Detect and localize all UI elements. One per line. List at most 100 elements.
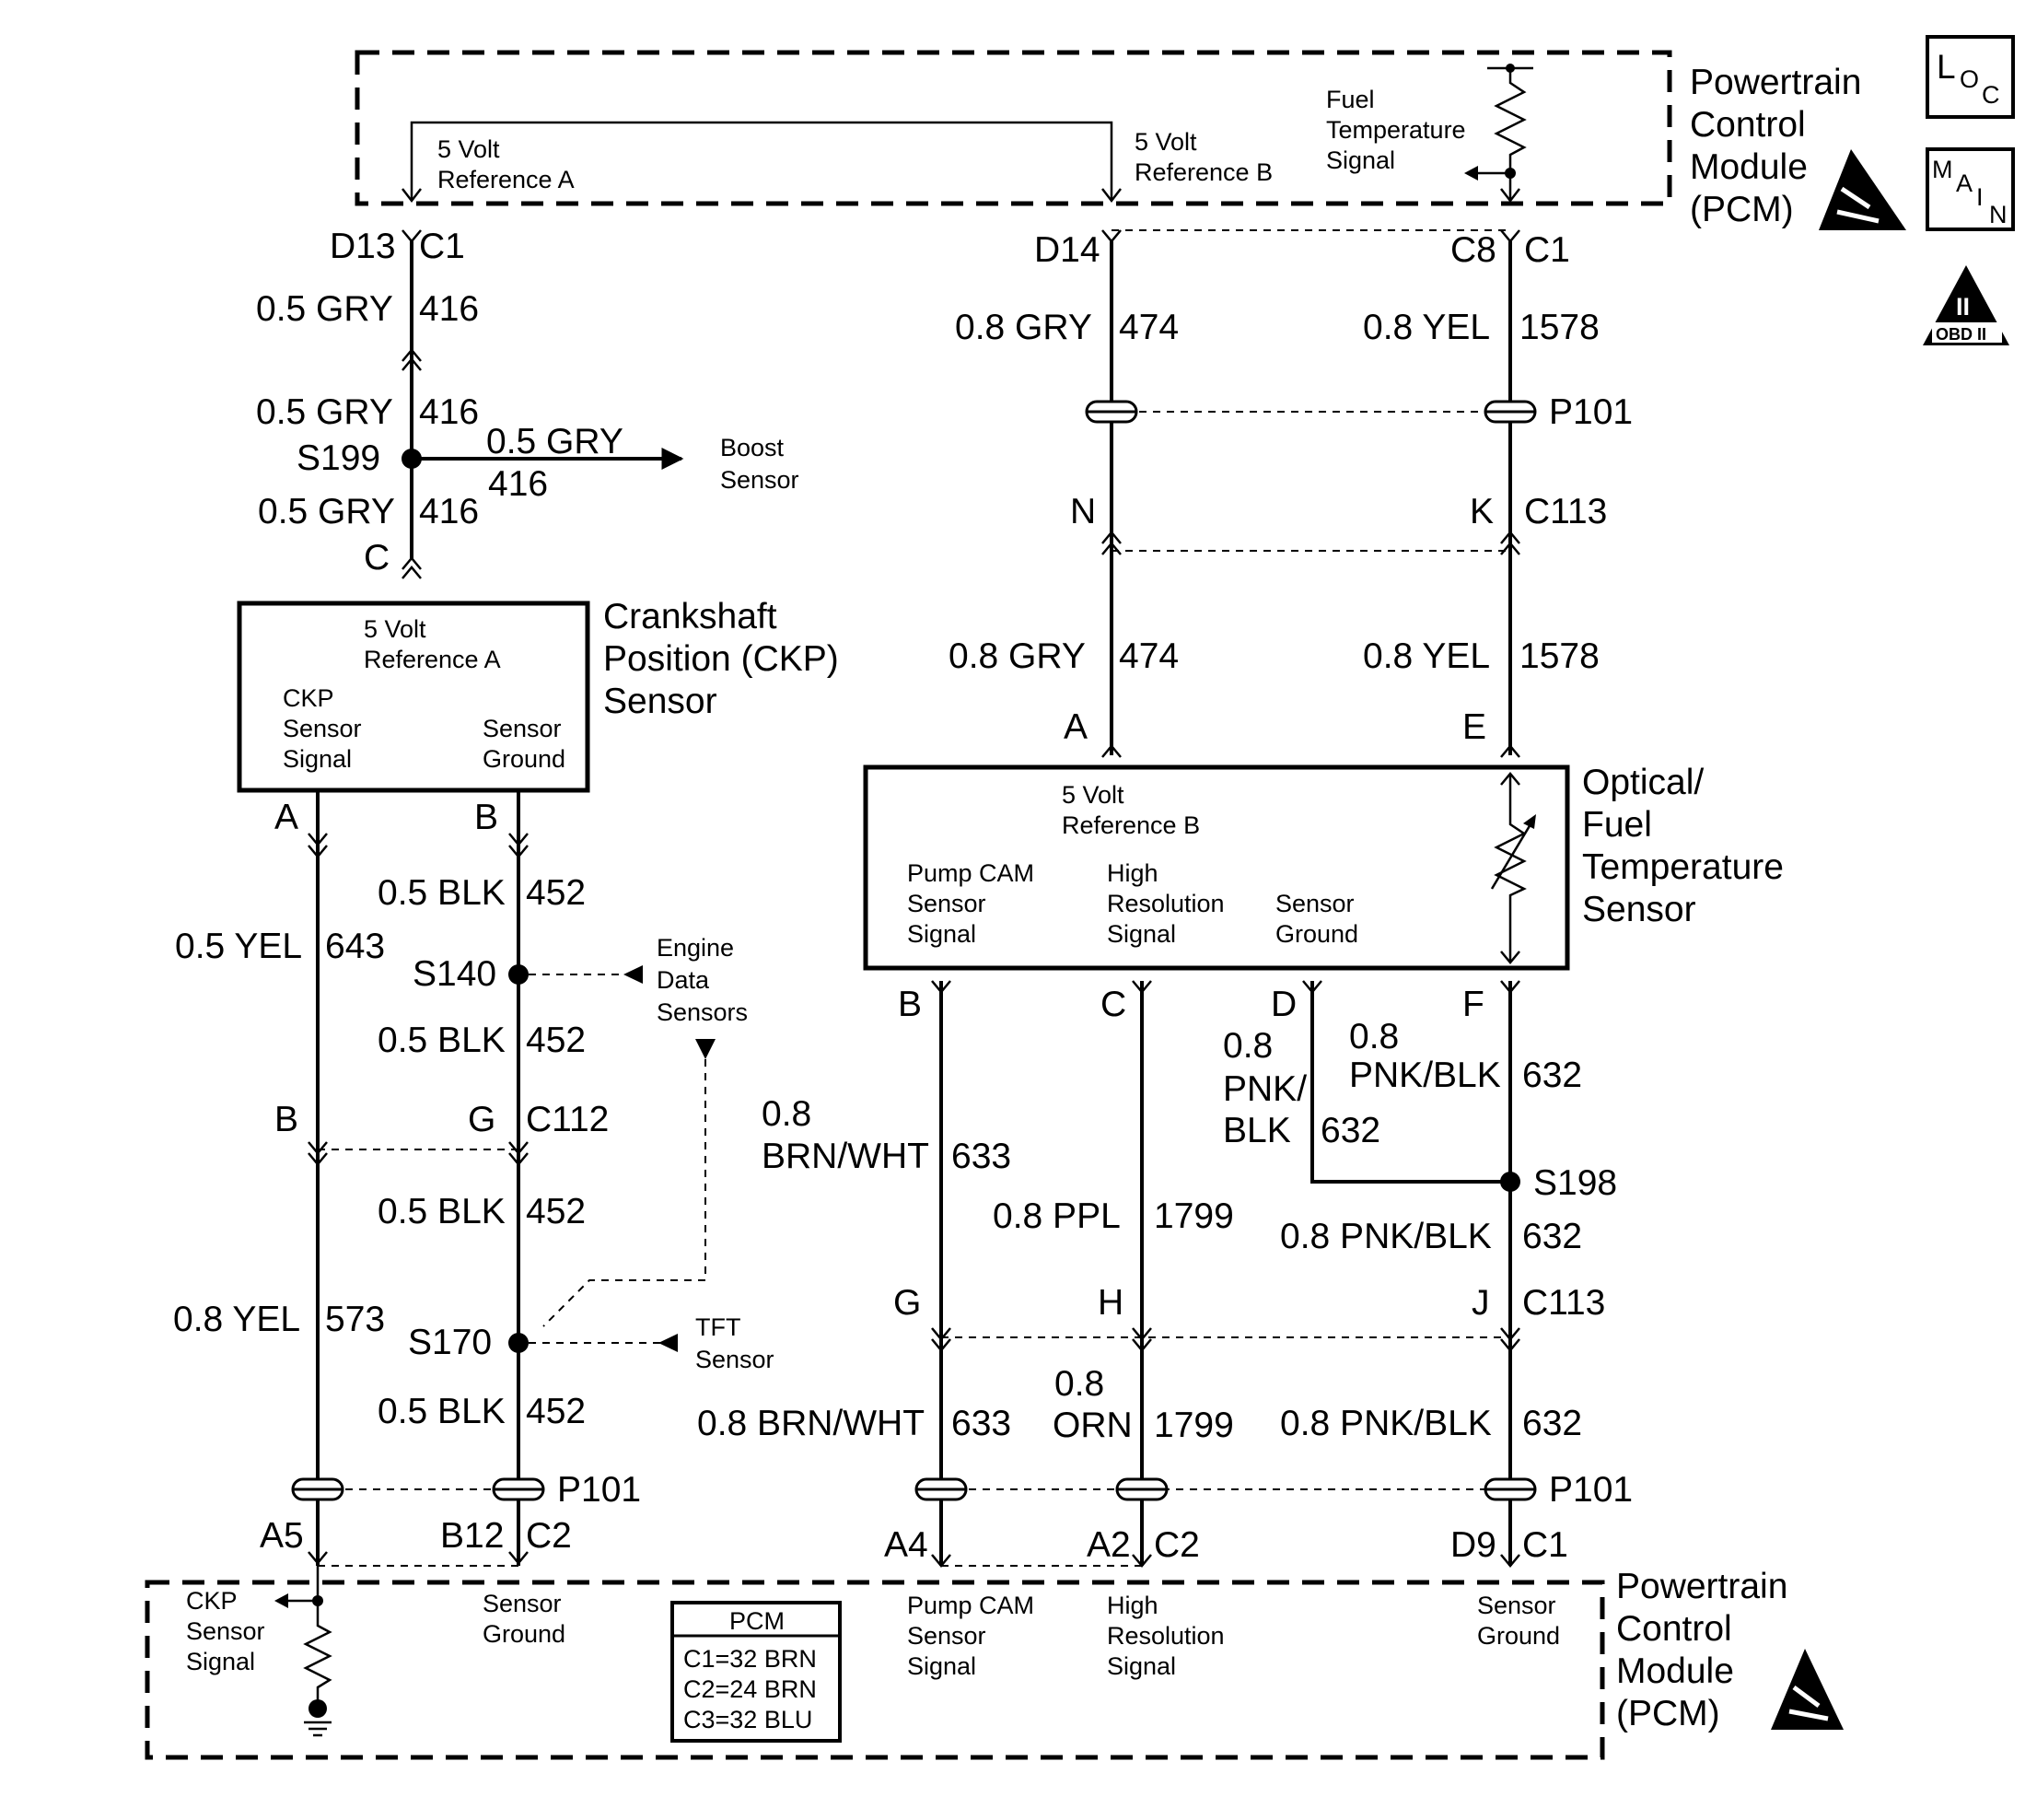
loc-badge: L O C	[1926, 35, 2015, 119]
pcm-ground2-2: Ground	[1477, 1622, 1560, 1650]
pcm-bottom-title-3: Module	[1616, 1651, 1734, 1691]
s140-arrow	[623, 965, 643, 984]
wire-num-573: 573	[325, 1300, 385, 1339]
p101-right-label: P101	[1549, 1470, 1633, 1510]
optical-high-1: High	[1107, 859, 1158, 887]
wire-label-gry08-b: 0.8 GRY	[949, 636, 1086, 676]
ckp-title-3: Sensor	[603, 682, 717, 721]
optical-title-2: Fuel	[1582, 805, 1652, 845]
pcm-ckp-2: Sensor	[186, 1617, 265, 1645]
pin-a-ckp: A	[274, 798, 298, 837]
c8-mark	[1500, 229, 1520, 243]
c112-mark-right	[508, 1141, 529, 1166]
wire-632-num-c: 632	[1522, 1404, 1582, 1443]
wire-1799-n08-b: 0.8	[1054, 1364, 1104, 1404]
wire-num-474-a: 474	[1119, 308, 1179, 347]
svg-text:M: M	[1932, 156, 1953, 183]
svg-text:C3=32 BLU: C3=32 BLU	[683, 1706, 812, 1733]
ref-b-arrow	[1101, 188, 1122, 204]
pcm-connector-table: PCM C1=32 BRN C2=24 BRN C3=32 BLU	[670, 1601, 842, 1743]
ref-b-label-2: Reference B	[1135, 158, 1273, 186]
ckp-connector-c	[402, 556, 422, 579]
splice-s199-label: S199	[297, 438, 380, 478]
wire-632-f-color: PNK/BLK	[1349, 1056, 1501, 1095]
h-c113-mark	[1132, 1327, 1152, 1352]
wire-num-474-b: 474	[1119, 636, 1179, 676]
ref-b-label-1: 5 Volt	[1135, 128, 1197, 156]
k-mark	[1500, 531, 1520, 555]
p101-left-label: P101	[557, 1470, 641, 1510]
ckp-ref-1: 5 Volt	[364, 615, 426, 643]
svg-text:L: L	[1937, 48, 1956, 86]
conn-g-c113: G	[893, 1283, 921, 1323]
wire-632-num-b: 632	[1522, 1217, 1582, 1256]
ckp-signal-3: Signal	[283, 745, 352, 773]
splice-s140	[508, 964, 529, 985]
fuel-temp-label-2: Temperature	[1326, 116, 1466, 144]
pcm-pump-1: Pump CAM	[907, 1592, 1034, 1619]
pin-d-optical: D	[1271, 985, 1297, 1024]
conn-k: K	[1470, 492, 1494, 531]
wire-num-452-d: 452	[526, 1392, 586, 1431]
wire-num-1578-a: 1578	[1519, 308, 1600, 347]
p101-right-connector	[914, 1477, 1537, 1501]
optical-ref-2: Reference B	[1062, 811, 1200, 839]
engine-data-2: Data	[657, 966, 710, 994]
wire-632-d-n08: 0.8	[1223, 1026, 1273, 1066]
pin-c-mark	[1132, 980, 1152, 994]
conn-d14: D14	[1034, 230, 1100, 270]
svg-text:C: C	[1982, 81, 2000, 109]
optical-ref-1: 5 Volt	[1062, 781, 1124, 809]
pcm-ground1-1: Sensor	[483, 1590, 562, 1617]
pcm-top-title-2: Control	[1690, 105, 1806, 145]
splice-s170-label: S170	[408, 1323, 492, 1362]
splice-s140-label: S140	[413, 954, 496, 994]
conn-a2: A2	[1087, 1525, 1131, 1565]
boost-sensor-2: Sensor	[720, 466, 799, 494]
optical-high-2: Resolution	[1107, 890, 1225, 917]
wire-label-gry05-b: 0.5 GRY	[256, 392, 393, 432]
fuel-temp-label-3: Signal	[1326, 146, 1395, 174]
conn-c1-right: C1	[1524, 230, 1570, 270]
wire-1799-num: 1799	[1154, 1196, 1234, 1236]
pcm-top-title-4: (PCM)	[1690, 190, 1794, 229]
conn-c112: C112	[526, 1100, 609, 1139]
ckp-signal-1: CKP	[283, 684, 334, 712]
wire-label-gry08-a: 0.8 GRY	[955, 308, 1092, 347]
conn-c2-left: C2	[526, 1516, 572, 1556]
pulldown-resistor-icon	[274, 1566, 332, 1737]
optical-ground-2: Ground	[1275, 920, 1358, 948]
pcm-pump-3: Signal	[907, 1652, 976, 1680]
svg-text:OBD II: OBD II	[1936, 325, 1986, 344]
wire-label-yel05: 0.5 YEL	[175, 927, 302, 966]
pcm-ckp-3: Signal	[186, 1648, 255, 1675]
wire-num-643: 643	[325, 927, 385, 966]
main-badge: M A I N	[1926, 147, 2015, 231]
wire-632-d	[1310, 981, 1510, 1184]
pin-e-optical-mark	[1500, 744, 1520, 758]
wire-label-yel08-a: 0.8 YEL	[1363, 308, 1490, 347]
pin-e-optical: E	[1462, 707, 1486, 747]
pcm-high-2: Resolution	[1107, 1622, 1225, 1650]
j-c113-mark	[1500, 1327, 1520, 1352]
engine-data-arrow	[695, 1039, 716, 1059]
g-c113-mark	[931, 1327, 951, 1352]
pullup-resistor-icon	[1464, 64, 1533, 204]
pcm-top-title-3: Module	[1690, 147, 1808, 187]
conn-d9: D9	[1450, 1525, 1496, 1565]
pin-a-optical-mark	[1101, 744, 1122, 758]
wire-632-f-n08: 0.8	[1349, 1017, 1399, 1056]
ref-a-label-1: 5 Volt	[437, 135, 500, 163]
boost-wire-label: 0.5 GRY	[486, 422, 623, 461]
esd-warning-icon	[1819, 149, 1906, 230]
svg-text:PCM: PCM	[729, 1607, 785, 1635]
ckp-signal-2: Sensor	[283, 715, 362, 742]
pcm-high-3: Signal	[1107, 1652, 1176, 1680]
wire-num-416-b: 416	[419, 392, 479, 432]
optical-pump-1: Pump CAM	[907, 859, 1034, 887]
tft-sensor-2: Sensor	[695, 1346, 774, 1373]
svg-text:N: N	[1989, 201, 2008, 228]
pin-c-optical: C	[1100, 985, 1126, 1024]
wire-632-color-b: 0.8 PNK/BLK	[1280, 1217, 1492, 1256]
